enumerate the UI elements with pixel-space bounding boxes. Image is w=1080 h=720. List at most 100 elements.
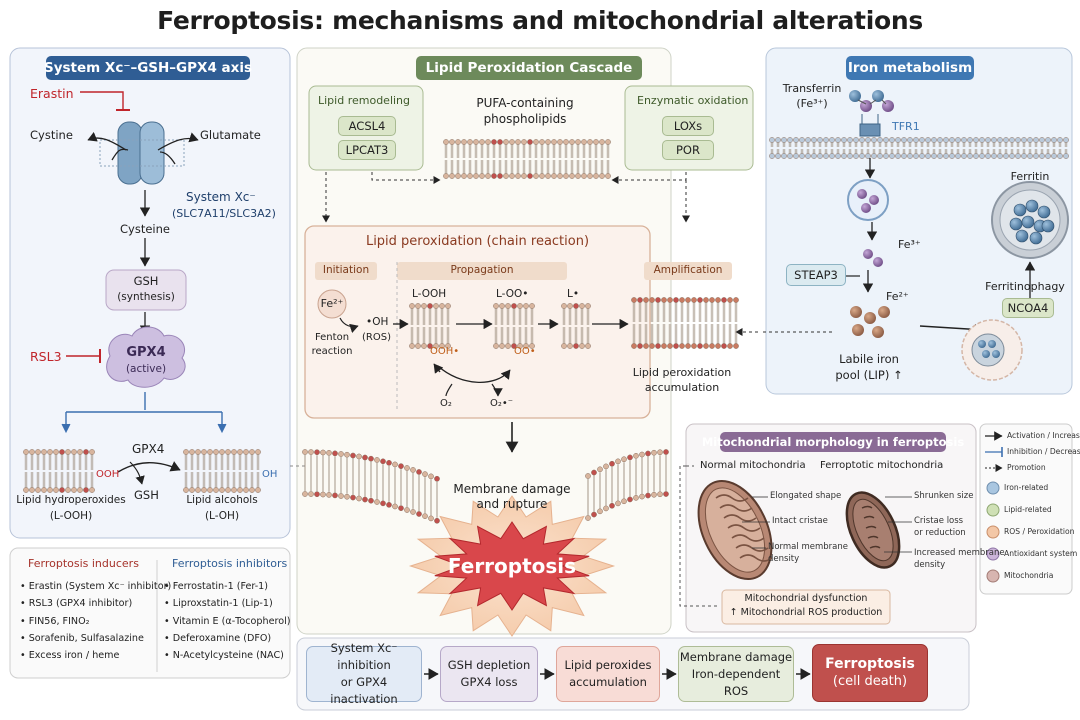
- system-xc-transporter: [99, 121, 185, 185]
- erastin-label: Erastin: [30, 86, 74, 101]
- transferrin-molecule: [849, 90, 894, 112]
- ferritin-label: Ferritin: [1010, 170, 1050, 183]
- gpx4-cloud: [106, 326, 186, 388]
- ferroptotic-mito-label: Ferroptotic mitochondria: [820, 460, 944, 471]
- oh-radical-label: •OH: [366, 316, 389, 328]
- looh-label: L-OOH: [412, 288, 447, 300]
- cristae-loss-label: Cristae loss: [914, 516, 964, 526]
- accumulation-label: Lipid peroxidation: [632, 366, 732, 379]
- bilayer-amplified: [631, 297, 739, 349]
- amplification-label: Amplification: [653, 264, 723, 276]
- list-item: • FIN56, FINO₂: [20, 615, 90, 627]
- glutamate-label: Glutamate: [200, 128, 261, 142]
- lpcat3-chip: LPCAT3: [338, 140, 396, 160]
- labile-iron-label: Labile iron: [839, 352, 899, 366]
- autophagosome: [961, 319, 1023, 381]
- steap3-chip: STEAP3: [786, 264, 846, 286]
- gpx4-enzyme-label: GPX4: [132, 442, 165, 456]
- fenton-label: Fenton: [314, 332, 350, 343]
- normal-mito-label: Normal mitochondria: [700, 460, 806, 471]
- normal-membrane-label-2: density: [768, 554, 800, 564]
- bilayer-alcohols: [183, 449, 261, 493]
- list-item: • Deferoxamine (DFO): [164, 632, 272, 644]
- page-title: Ferroptosis: mechanisms and mitochondria…: [157, 6, 923, 35]
- membrane-damage-label-2: and rupture: [476, 497, 548, 511]
- modulators-bg: [9, 547, 291, 679]
- iron-panel-bg: [765, 47, 1073, 395]
- increased-density-label: Increased membrane: [914, 548, 1005, 558]
- system-xc-sublabel: (SLC7A11/SLC3A2): [172, 207, 276, 220]
- fe2-label: Fe²⁺: [320, 297, 344, 310]
- enzymatic-title: Enzymatic oxidation: [637, 94, 749, 107]
- normal-membrane-label: Normal membrane: [768, 542, 848, 552]
- ferroptotic-mitochondrion: [845, 491, 901, 569]
- accumulation-label-2: accumulation: [644, 381, 720, 394]
- inhibitors-list: • Ferrostatin-1 (Fer-1) • Liproxstatin-1…: [164, 578, 291, 664]
- system-xc-label: System Xc⁻: [186, 190, 256, 204]
- ooh-group-label: OOH: [96, 469, 120, 480]
- ferritinophagy-label: Ferritinophagy: [985, 280, 1065, 293]
- transferrin-label: Transferrin: [782, 82, 842, 95]
- bilayer-loo: [493, 303, 535, 349]
- pufa-label: PUFA-containing: [476, 96, 574, 110]
- lipid-hydroperoxides-label: Lipid hydroperoxides: [16, 494, 126, 506]
- intact-cristae-label: Intact cristae: [772, 516, 828, 526]
- gpx4-sublabel: (active): [125, 363, 167, 375]
- chain-title: Lipid peroxidation (chain reaction): [365, 234, 590, 249]
- bilayer-hydroperoxides: [23, 449, 95, 493]
- pufa-label-2: phospholipids: [483, 112, 567, 126]
- gsh-label: GSH: [133, 274, 159, 288]
- gsh-sublabel: (synthesis): [117, 291, 175, 303]
- l-radical-label: L•: [567, 288, 580, 300]
- rsl3-label: RSL3: [30, 349, 62, 364]
- gsh-consumed-label: GSH: [134, 488, 159, 502]
- tfr1-label: TFR1: [892, 120, 920, 133]
- chain-box-bg: [304, 225, 651, 419]
- por-chip: POR: [662, 140, 714, 160]
- loo-label: L-OO•: [496, 288, 529, 300]
- legend-inhibition: Inhibition / Decrease: [1007, 447, 1080, 456]
- bilayer-l-radical: [561, 303, 591, 349]
- left-panel-tag: System Xc⁻–GSH–GPX4 axis: [44, 56, 252, 80]
- iron-panel-tag: Iron metabolism: [846, 56, 974, 80]
- legend-bg: [979, 423, 1073, 595]
- list-item: • Sorafenib, Sulfasalazine: [20, 632, 144, 644]
- gpx4-label: GPX4: [126, 345, 166, 360]
- inducers-title: Ferroptosis inducers: [28, 557, 139, 570]
- inducers-list: • Erastin (System Xc⁻ inhibitor) • RSL3 …: [20, 578, 171, 664]
- legend-iron: Iron-related: [1004, 483, 1049, 492]
- center-panel-tag: Lipid Peroxidation Cascade: [416, 56, 642, 80]
- shrunken-label: Shrunken size: [914, 491, 974, 501]
- lipid-alcohols-sublabel: (L-OH): [204, 510, 240, 522]
- cysteine-label: Cysteine: [120, 222, 170, 236]
- acsl4-chip: ACSL4: [338, 116, 396, 136]
- legend-promotion: Promotion: [1007, 463, 1046, 472]
- bilayer-pufa: [443, 139, 611, 179]
- ferroptosis-label: Ferroptosis: [447, 554, 577, 578]
- propagation-label: Propagation: [450, 264, 514, 276]
- increased-density-label-2: density: [914, 560, 946, 570]
- remodeling-title: Lipid remodeling: [318, 94, 411, 107]
- inhibitors-title: Ferroptosis inhibitors: [172, 557, 288, 570]
- dysfunction-label-2: ↑ Mitochondrial ROS production: [729, 607, 883, 618]
- list-item: • RSL3 (GPX4 inhibitor): [20, 598, 133, 610]
- oh-group-label: OH: [262, 469, 278, 480]
- list-item: • N-Acetylcysteine (NAC): [164, 650, 284, 662]
- fe3-label: Fe³⁺: [898, 238, 921, 251]
- fenton-label-2: reaction: [311, 346, 353, 357]
- legend-ros: ROS / Peroxidation: [1004, 527, 1075, 536]
- initiation-label: Initiation: [322, 264, 370, 276]
- legend-activation: Activation / Increase: [1007, 431, 1080, 440]
- elongated-label: Elongated shape: [770, 491, 842, 501]
- legend-mitochondria: Mitochondria: [1004, 571, 1054, 580]
- oo-radical-label: OO•: [514, 346, 536, 357]
- flow-step-5: Ferroptosis(cell death): [812, 644, 928, 702]
- fe2-iron-label: Fe²⁺: [886, 290, 909, 303]
- ooh-radical-label: OOH•: [430, 346, 460, 357]
- o2-label: O₂: [440, 398, 452, 409]
- ncoa4-chip: NCOA4: [1002, 298, 1054, 318]
